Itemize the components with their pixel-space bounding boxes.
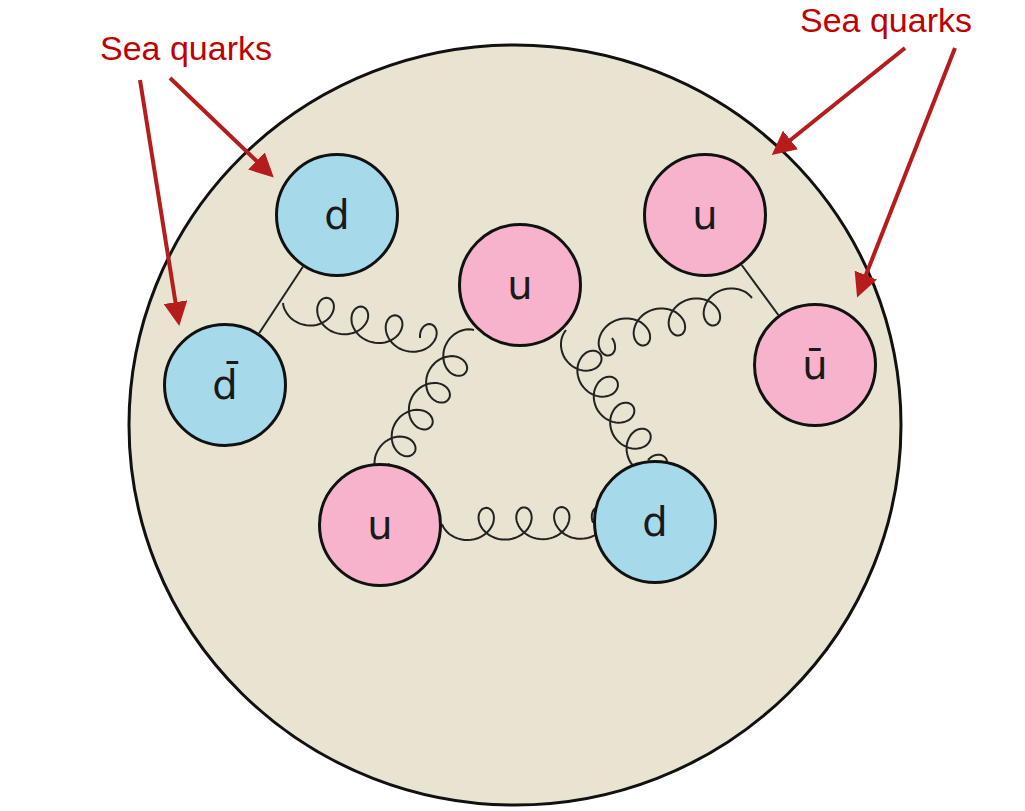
quark-letter: u bbox=[507, 265, 532, 305]
callout-label: Sea quarks bbox=[800, 2, 972, 39]
quark-letter: d bbox=[642, 502, 667, 542]
quark-letter: d̄ bbox=[212, 365, 237, 405]
quark-letter: ū bbox=[802, 345, 827, 385]
gluon-spring bbox=[561, 330, 667, 475]
quark-circle: d bbox=[593, 460, 717, 584]
quark-letter: u bbox=[367, 505, 392, 545]
quark-circle: d̄ bbox=[163, 323, 287, 447]
quark-circle: d bbox=[275, 153, 399, 277]
quark-letter: u bbox=[692, 195, 717, 235]
leader-arrow bbox=[860, 48, 955, 290]
quark-circle: u bbox=[318, 463, 442, 587]
gluon-spring bbox=[599, 288, 752, 355]
gluon-spring bbox=[442, 507, 607, 540]
quark-circle: u bbox=[643, 153, 767, 277]
quark-circle: u bbox=[458, 223, 582, 347]
pair-line bbox=[742, 265, 779, 315]
pair-line bbox=[259, 267, 303, 333]
gluon-spring bbox=[283, 298, 437, 352]
leader-arrow bbox=[778, 48, 905, 150]
quark-letter: d bbox=[324, 195, 349, 235]
leader-arrow bbox=[140, 80, 178, 318]
leader-arrow bbox=[170, 78, 268, 172]
callout-label: Sea quarks bbox=[100, 30, 272, 67]
proton-outline bbox=[129, 45, 901, 805]
gluon-spring bbox=[375, 329, 475, 483]
quark-circle: ū bbox=[753, 303, 877, 427]
